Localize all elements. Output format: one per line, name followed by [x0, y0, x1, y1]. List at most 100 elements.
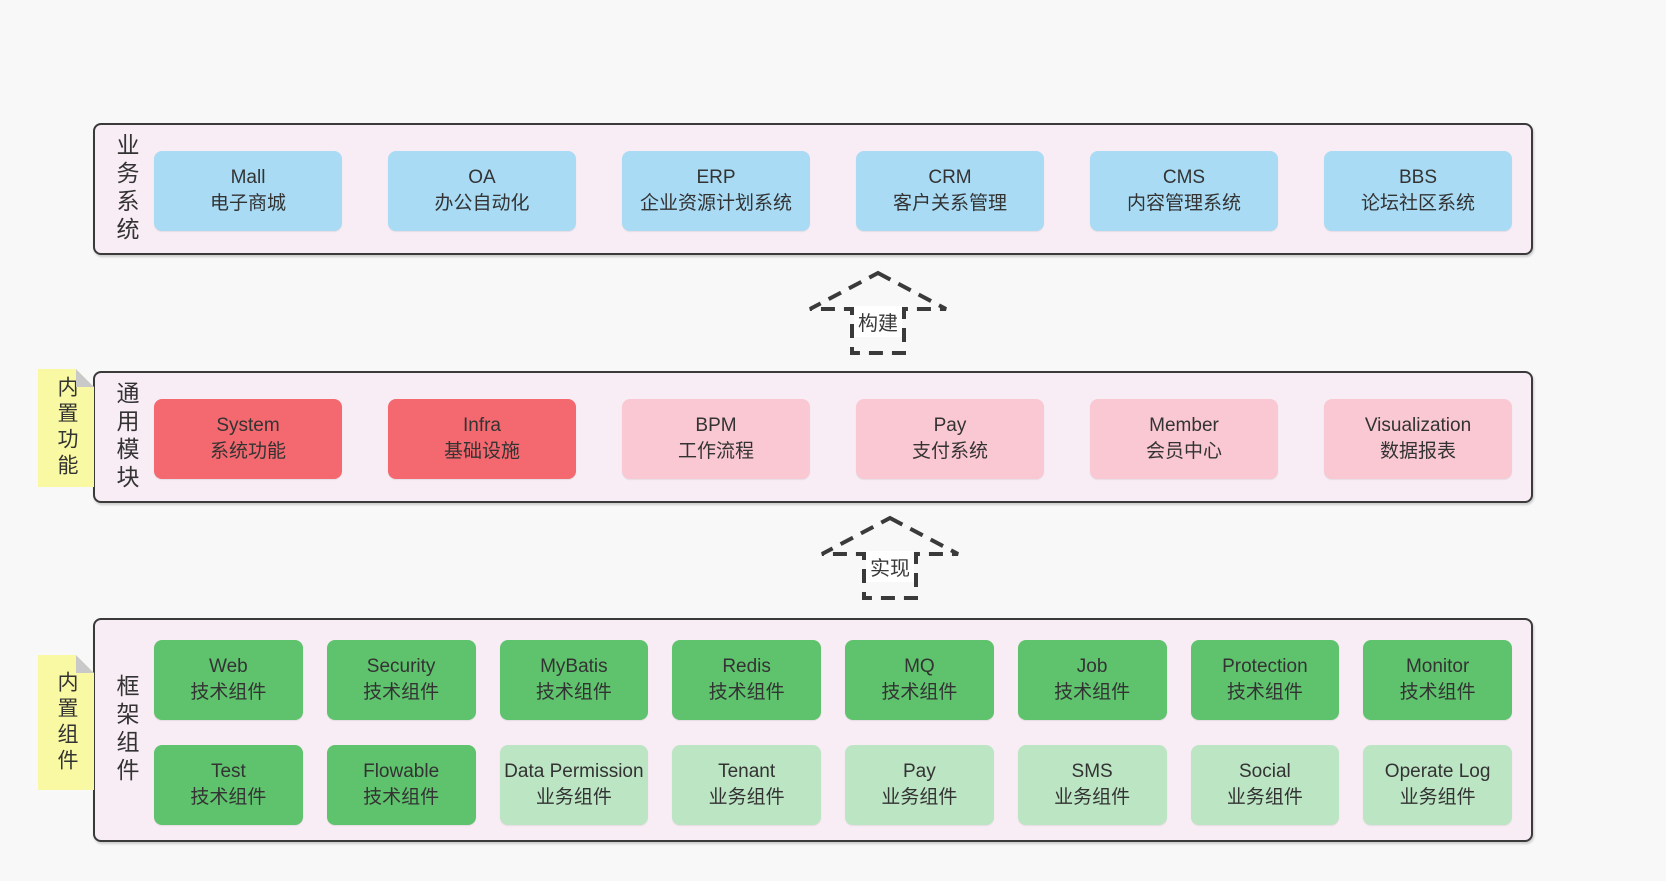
box-crm: CRM 客户关系管理: [856, 151, 1044, 231]
sticky-label: 内置组件: [55, 670, 78, 775]
sticky-built-in-components: 内置组件: [38, 655, 94, 790]
box-subtitle: 技术组件: [881, 682, 958, 703]
box-title: SMS: [1071, 760, 1113, 782]
box-subtitle: 业务组件: [535, 787, 612, 808]
section-framework-components: 框架组件 Web 技术组件 Security 技术组件 MyBatis 技术组件…: [93, 618, 1533, 842]
box-title: MyBatis: [540, 655, 608, 677]
sticky-built-in-features: 内置功能: [38, 369, 94, 487]
box-flowable: Flowable 技术组件: [326, 745, 476, 825]
box-job: Job 技术组件: [1017, 640, 1167, 720]
box-member: Member 会员中心: [1090, 399, 1278, 479]
box-title: Infra: [462, 414, 502, 436]
box-subtitle: 电子商城: [209, 193, 286, 214]
box-operate-log: Operate Log 业务组件: [1363, 745, 1512, 825]
box-pay-module: Pay 支付系统: [856, 399, 1044, 479]
box-pay-component: Pay 业务组件: [845, 745, 994, 825]
up-arrow-icon: [809, 270, 947, 355]
build-arrow: 构建: [807, 270, 949, 356]
box-test: Test 技术组件: [154, 745, 303, 825]
up-arrow-icon: [821, 515, 959, 600]
box-visualization: Visualization 数据报表: [1324, 399, 1512, 479]
box-subtitle: 技术组件: [190, 682, 267, 703]
box-subtitle: 工作流程: [677, 441, 754, 462]
box-title: BBS: [1398, 166, 1438, 188]
box-infra: Infra 基础设施: [388, 399, 576, 479]
folded-corner-icon: [76, 369, 94, 387]
box-title: BPM: [695, 414, 737, 436]
box-title: Flowable: [363, 760, 440, 782]
folded-corner-icon: [76, 655, 94, 673]
components-box-row-2: Test 技术组件 Flowable 技术组件 Data Permission …: [154, 745, 1512, 825]
box-subtitle: 技术组件: [190, 787, 267, 808]
box-cms: CMS 内容管理系统: [1090, 151, 1278, 231]
section-modules-label: 通用模块: [113, 381, 139, 493]
box-sms: SMS 业务组件: [1017, 745, 1167, 825]
box-oa: OA 办公自动化: [388, 151, 576, 231]
build-arrow-label: 构建: [854, 306, 902, 337]
box-web: Web 技术组件: [154, 640, 303, 720]
implement-arrow-label: 实现: [866, 551, 914, 582]
box-bpm: BPM 工作流程: [622, 399, 810, 479]
box-title: Pay: [903, 760, 936, 782]
box-subtitle: 业务组件: [881, 787, 958, 808]
box-mq: MQ 技术组件: [845, 640, 994, 720]
box-title: System: [216, 414, 280, 436]
section-common-modules: 通用模块 System 系统功能 Infra 基础设施 BPM 工作流程 Pay…: [93, 371, 1533, 503]
box-title: Visualization: [1364, 414, 1472, 436]
box-subtitle: 办公自动化: [434, 193, 530, 214]
section-business-systems: 业务系统 Mall 电子商城 OA 办公自动化 ERP 企业资源计划系统 CRM…: [93, 123, 1533, 255]
box-subtitle: 技术组件: [363, 787, 440, 808]
box-subtitle: 业务组件: [1054, 787, 1131, 808]
implement-arrow: 实现: [819, 515, 961, 601]
box-subtitle: 企业资源计划系统: [639, 193, 792, 214]
box-system: System 系统功能: [154, 399, 342, 479]
box-title: Test: [210, 760, 246, 782]
sticky-label: 内置功能: [55, 376, 78, 480]
box-redis: Redis 技术组件: [672, 640, 821, 720]
box-bbs: BBS 论坛社区系统: [1324, 151, 1512, 231]
box-erp: ERP 企业资源计划系统: [622, 151, 810, 231]
box-title: CMS: [1162, 166, 1206, 188]
box-title: Mall: [230, 166, 266, 188]
box-security: Security 技术组件: [326, 640, 476, 720]
box-subtitle: 技术组件: [708, 682, 785, 703]
box-subtitle: 技术组件: [363, 682, 440, 703]
box-title: Web: [209, 655, 248, 677]
box-subtitle: 支付系统: [911, 441, 988, 462]
box-title: Data Permission: [504, 760, 644, 782]
box-subtitle: 论坛社区系统: [1360, 193, 1475, 214]
modules-box-row: System 系统功能 Infra 基础设施 BPM 工作流程 Pay 支付系统…: [154, 399, 1512, 479]
components-box-row-1: Web 技术组件 Security 技术组件 MyBatis 技术组件 Redi…: [154, 640, 1512, 720]
box-subtitle: 会员中心: [1145, 441, 1222, 462]
box-social: Social 业务组件: [1190, 745, 1340, 825]
box-title: OA: [468, 166, 496, 188]
section-components-label: 框架组件: [113, 674, 139, 786]
box-title: Social: [1239, 760, 1291, 782]
box-title: ERP: [696, 166, 736, 188]
box-mall: Mall 电子商城: [154, 151, 342, 231]
box-monitor: Monitor 技术组件: [1363, 640, 1512, 720]
box-title: Operate Log: [1384, 760, 1491, 782]
box-subtitle: 基础设施: [443, 441, 520, 462]
box-data-permission: Data Permission 业务组件: [499, 745, 649, 825]
box-protection: Protection 技术组件: [1190, 640, 1340, 720]
box-subtitle: 技术组件: [1054, 682, 1131, 703]
box-subtitle: 业务组件: [1399, 787, 1476, 808]
box-mybatis: MyBatis 技术组件: [499, 640, 649, 720]
box-subtitle: 技术组件: [1399, 682, 1476, 703]
box-title: Pay: [933, 414, 967, 436]
box-title: MQ: [904, 655, 935, 677]
box-title: Security: [366, 655, 436, 677]
section-business-label: 业务系统: [113, 133, 139, 245]
box-title: Protection: [1222, 655, 1308, 677]
box-subtitle: 内容管理系统: [1126, 193, 1241, 214]
box-tenant: Tenant 业务组件: [672, 745, 821, 825]
box-subtitle: 技术组件: [1226, 682, 1303, 703]
box-title: Tenant: [718, 760, 776, 782]
box-subtitle: 系统功能: [209, 441, 286, 462]
box-subtitle: 业务组件: [708, 787, 785, 808]
box-subtitle: 技术组件: [535, 682, 612, 703]
box-title: Job: [1076, 655, 1108, 677]
box-subtitle: 数据报表: [1379, 441, 1456, 462]
